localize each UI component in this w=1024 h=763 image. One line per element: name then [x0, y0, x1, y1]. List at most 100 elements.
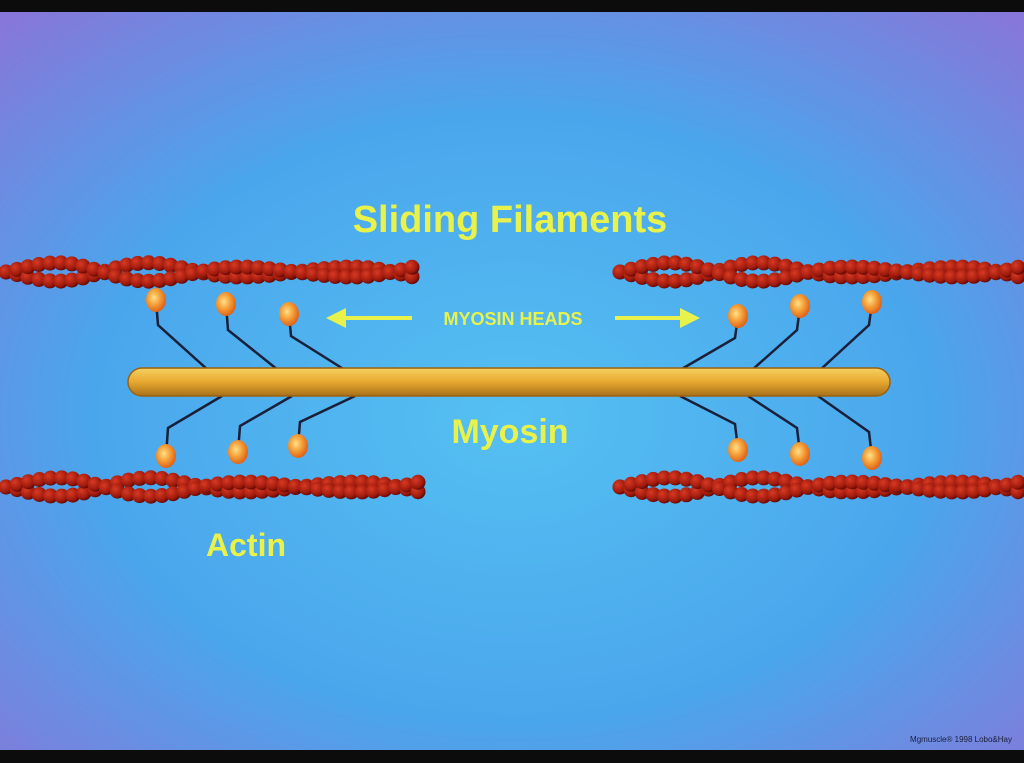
- actin-bead: [152, 256, 168, 271]
- actin-bead: [288, 478, 303, 494]
- actin-bead: [745, 470, 761, 486]
- actin-bead: [645, 272, 661, 288]
- right-arrow-icon: [615, 308, 700, 328]
- actin-bead: [667, 273, 683, 289]
- actin-bead: [955, 269, 971, 285]
- actin-bead: [404, 259, 420, 275]
- diagram-title: Sliding Filaments: [353, 199, 668, 241]
- actin-bead: [634, 269, 650, 285]
- actin-bead: [944, 484, 960, 500]
- actin-bead: [645, 487, 661, 503]
- actin-bead: [141, 255, 157, 271]
- actin-bead: [165, 486, 181, 502]
- actin-bead: [922, 267, 938, 283]
- actin-bead: [43, 470, 58, 486]
- actin-bead: [152, 273, 168, 288]
- actin-bead: [228, 259, 244, 275]
- myosin-head: [288, 434, 308, 458]
- actin-bead: [866, 475, 882, 491]
- actin-bead: [933, 268, 949, 284]
- actin-bead: [866, 260, 882, 276]
- actin-bead: [254, 475, 270, 491]
- actin-bead: [645, 471, 661, 487]
- actin-bead: [855, 474, 871, 490]
- actin-bead: [855, 259, 871, 275]
- actin-bead: [667, 488, 683, 504]
- actin-bead: [656, 488, 672, 504]
- credit-text: Mgmuscle® 1998 Lobo&Hay: [910, 735, 1012, 744]
- actin-bead: [634, 484, 650, 500]
- actin-bead: [265, 476, 281, 492]
- actin-bead: [844, 474, 860, 490]
- actin-bead: [1010, 474, 1024, 490]
- actin-bead: [833, 474, 849, 490]
- actin-bead: [20, 474, 36, 490]
- myosin-rod: [127, 367, 891, 397]
- actin-bead: [121, 486, 136, 502]
- actin-bead: [922, 482, 938, 498]
- actin-bead: [343, 484, 359, 500]
- actin-bead: [143, 470, 159, 486]
- actin-bead: [734, 257, 750, 272]
- actin-bead: [243, 474, 259, 490]
- actin-bead: [332, 483, 348, 499]
- actin-bead: [944, 269, 960, 285]
- actin-bead: [1010, 259, 1024, 275]
- actin-bead: [239, 259, 255, 275]
- actin-bead: [811, 262, 827, 278]
- actin-bead: [734, 472, 750, 487]
- actin-bead: [338, 269, 354, 285]
- actin-bead: [283, 263, 299, 279]
- actin-bead: [31, 272, 47, 287]
- actin-bead: [154, 488, 170, 503]
- actin-bead: [734, 487, 750, 502]
- actin-bead: [756, 273, 772, 289]
- actin-bead: [54, 470, 70, 486]
- actin-bead: [9, 476, 25, 492]
- actin-bead: [966, 483, 982, 499]
- actin-bead: [310, 481, 326, 497]
- actin-bead: [933, 483, 949, 499]
- actin-bead: [745, 488, 761, 504]
- actin-bead: [667, 255, 683, 271]
- actin-bead: [42, 255, 58, 271]
- actin-bead: [634, 474, 650, 490]
- actin-bead: [65, 487, 81, 503]
- actin-filament-bottom-left: [0, 470, 426, 504]
- myosin-head: [728, 438, 748, 462]
- myosin-head: [228, 440, 248, 464]
- actin-bead: [218, 260, 233, 276]
- myosin-head: [146, 288, 166, 312]
- actin-bead: [207, 261, 222, 277]
- actin-bead: [130, 273, 146, 289]
- myosin-head: [862, 446, 882, 470]
- actin-bead: [656, 273, 672, 289]
- actin-bead: [833, 259, 849, 275]
- actin-bead: [53, 273, 69, 289]
- actin-bead: [250, 260, 266, 276]
- actin-bead: [756, 255, 772, 271]
- actin-bead: [119, 271, 135, 287]
- actin-bead: [656, 255, 672, 271]
- actin-bead: [667, 470, 683, 486]
- actin-bead: [42, 273, 58, 289]
- actin-filament-top-left: [0, 255, 420, 289]
- actin-bead: [31, 487, 47, 502]
- actin-bead: [360, 268, 376, 284]
- actin-bead: [141, 273, 157, 289]
- actin-filament-top-right: [612, 255, 1024, 289]
- actin-bead: [121, 472, 136, 488]
- left-arrow-icon: [326, 308, 412, 328]
- actin-bead: [165, 472, 181, 488]
- myosin-head: [728, 304, 748, 328]
- actin-bead: [656, 470, 672, 486]
- actin-bead: [31, 472, 47, 487]
- myosin-head: [790, 442, 810, 466]
- actin-bead: [65, 471, 81, 487]
- actin-bead: [756, 470, 772, 486]
- actin-bead: [20, 484, 36, 500]
- actin-bead: [43, 488, 58, 504]
- actin-bead: [745, 273, 761, 289]
